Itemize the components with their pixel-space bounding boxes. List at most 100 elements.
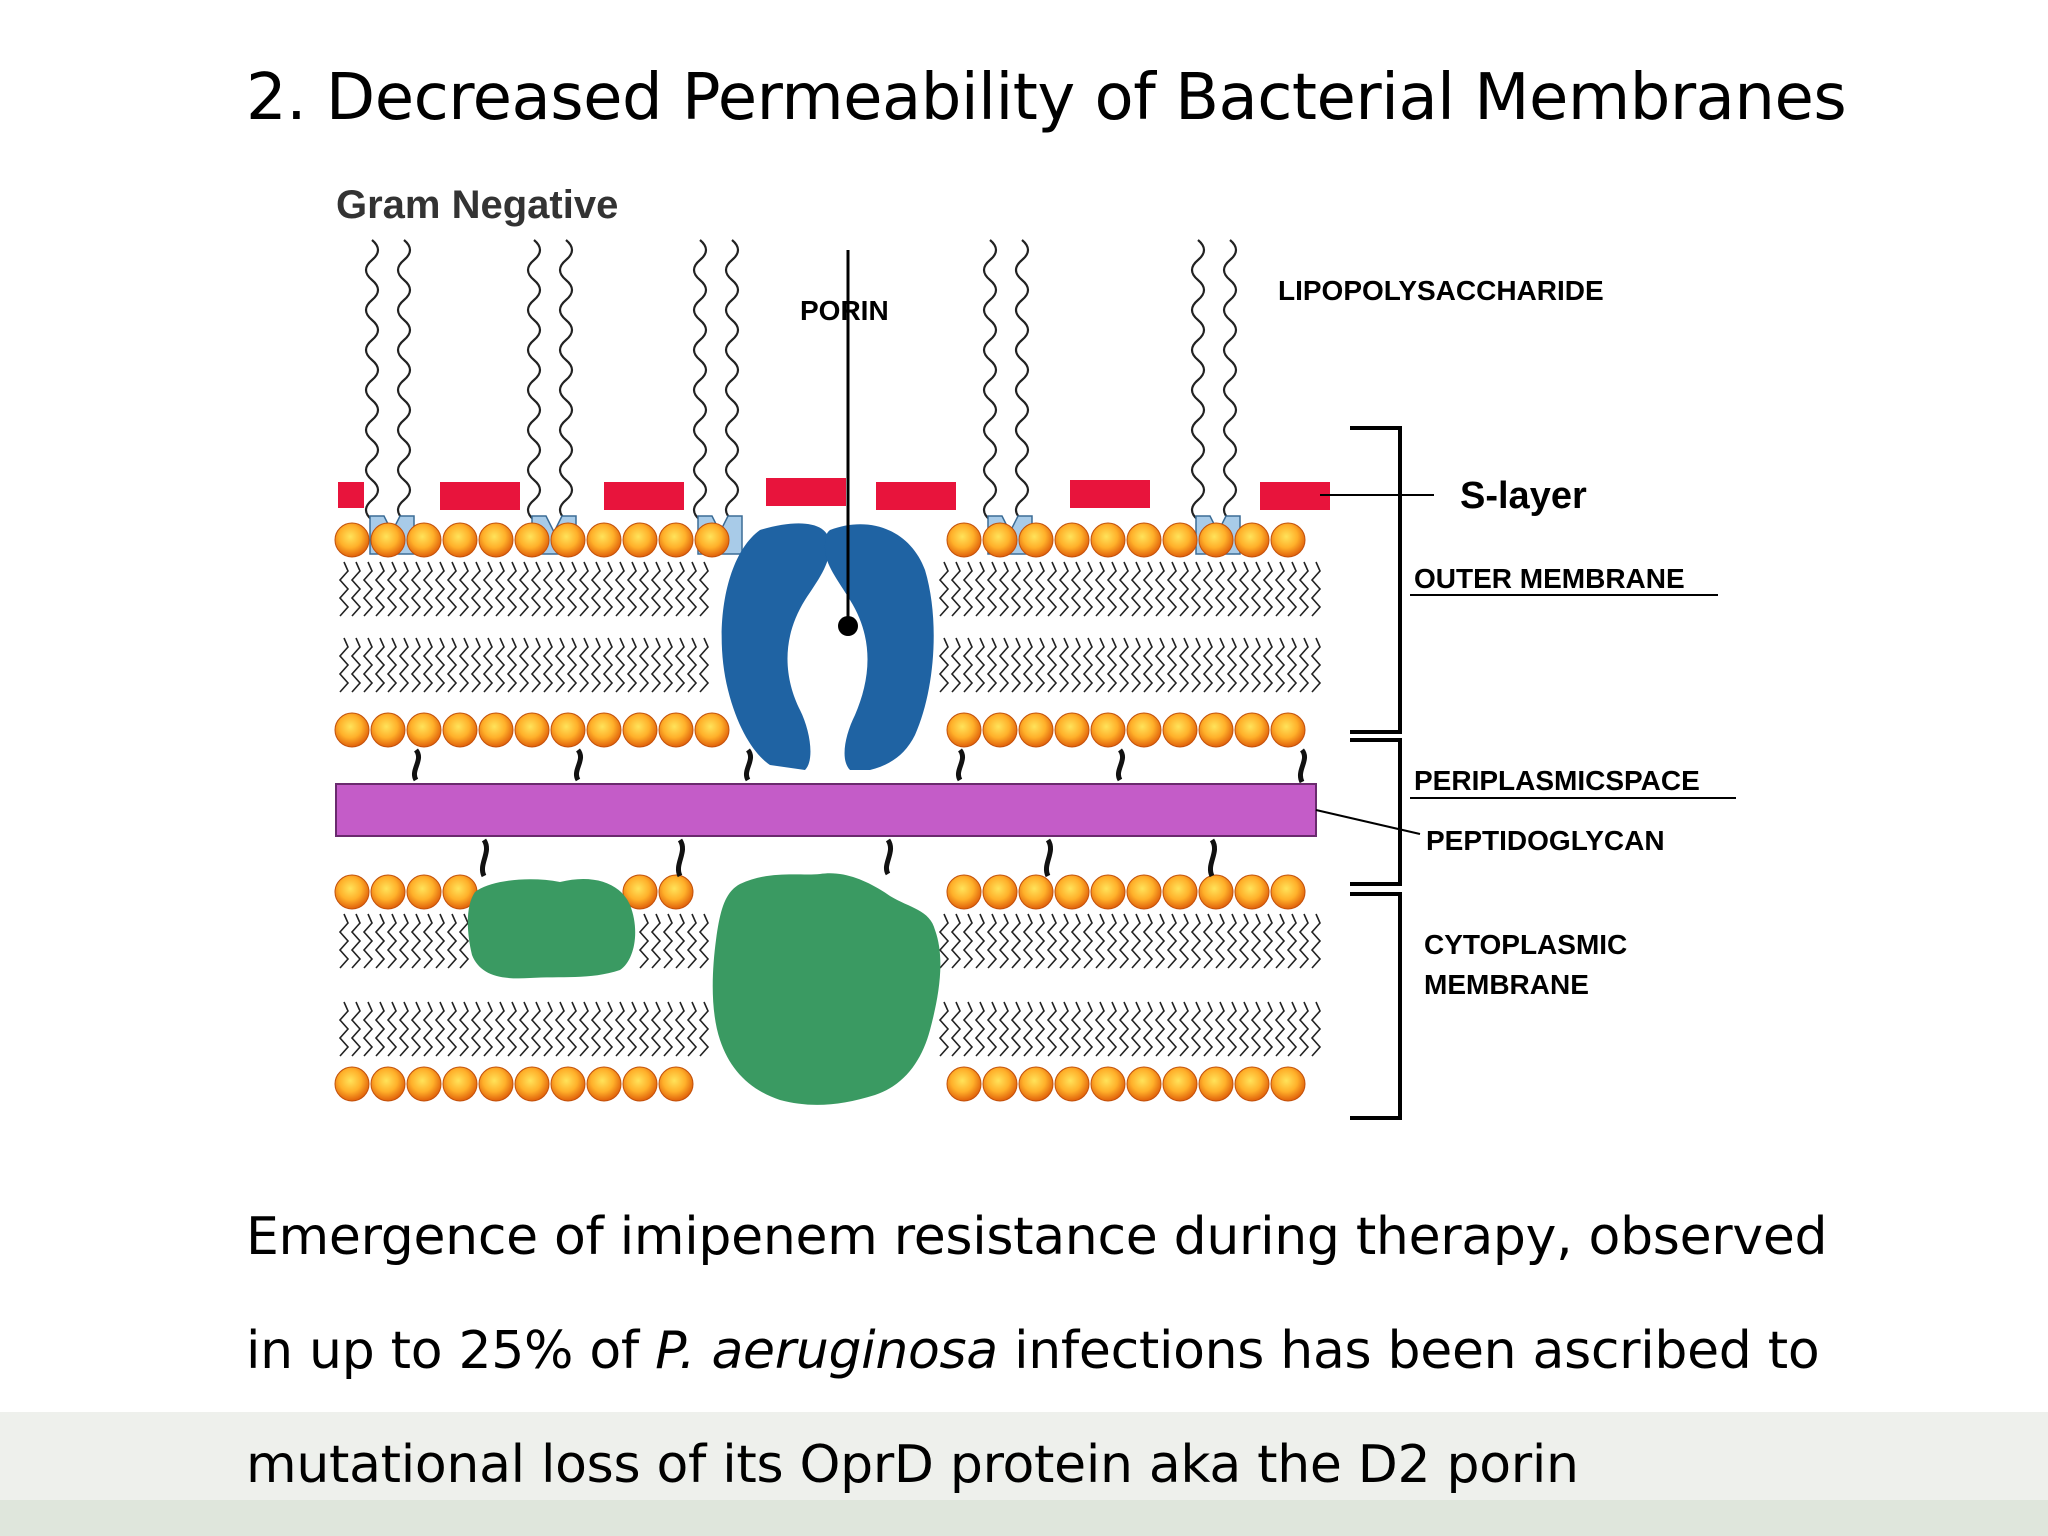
lipid-head bbox=[1234, 1066, 1270, 1102]
gram-negative-diagram: Gram Negative bbox=[330, 170, 1750, 1150]
lipid-tail bbox=[662, 561, 674, 617]
lipid-tail bbox=[1046, 637, 1058, 693]
lipid-tail bbox=[698, 1001, 710, 1057]
lipid-tail bbox=[1226, 1001, 1238, 1057]
lipid-tail bbox=[638, 1001, 650, 1057]
lipid-head bbox=[1054, 522, 1090, 558]
lipid-tail bbox=[986, 637, 998, 693]
lipid-tail bbox=[482, 637, 494, 693]
lipid-head bbox=[1162, 874, 1198, 910]
lipid-head bbox=[1198, 712, 1234, 748]
lipid-tail bbox=[1238, 637, 1250, 693]
lipid-head bbox=[1126, 1066, 1162, 1102]
lipid-tail bbox=[506, 637, 518, 693]
lipid-tail bbox=[650, 913, 662, 969]
lipid-tail bbox=[938, 637, 950, 693]
lipid-head bbox=[406, 712, 442, 748]
lipid-tail bbox=[674, 637, 686, 693]
body-line-2-start: in up to 25% of bbox=[246, 1321, 656, 1381]
lipid-tail bbox=[950, 913, 962, 969]
lipid-tail bbox=[1166, 1001, 1178, 1057]
lipid-tail bbox=[494, 1001, 506, 1057]
lipid-tail bbox=[386, 561, 398, 617]
lipid-head bbox=[550, 1066, 586, 1102]
label-s-layer: S-layer bbox=[1460, 475, 1587, 517]
lps-chain bbox=[364, 239, 380, 521]
s-layer-block bbox=[1260, 482, 1330, 510]
lipid-tail bbox=[1142, 1001, 1154, 1057]
lipoprotein-linkers bbox=[412, 748, 1308, 878]
lipid-tail bbox=[1058, 1001, 1070, 1057]
lipid-tail bbox=[1166, 561, 1178, 617]
lipid-tail bbox=[494, 637, 506, 693]
lipopolysaccharide-chains bbox=[364, 239, 1238, 521]
lipid-tail bbox=[650, 637, 662, 693]
lipid-tail bbox=[602, 637, 614, 693]
lipid-head bbox=[694, 522, 730, 558]
periplasm-bracket bbox=[1350, 738, 1402, 886]
lipid-tail bbox=[362, 913, 374, 969]
lipid-tail bbox=[1262, 1001, 1274, 1057]
lipid-tail bbox=[1178, 561, 1190, 617]
lipid-head bbox=[586, 1066, 622, 1102]
lipid-tail bbox=[362, 561, 374, 617]
lipid-tail bbox=[602, 561, 614, 617]
lipid-tail bbox=[338, 913, 350, 969]
lipid-head bbox=[622, 874, 658, 910]
lipid-tail bbox=[506, 561, 518, 617]
lipid-tail bbox=[398, 913, 410, 969]
lipid-head bbox=[334, 1066, 370, 1102]
lipid-tail bbox=[974, 913, 986, 969]
lipid-tail bbox=[1178, 637, 1190, 693]
lipid-tail bbox=[470, 561, 482, 617]
s-layer-block bbox=[604, 482, 684, 510]
peptidoglycan-layer bbox=[335, 783, 1317, 837]
lipid-tail bbox=[1094, 561, 1106, 617]
lipid-tail bbox=[950, 1001, 962, 1057]
linker bbox=[1208, 838, 1218, 878]
lipid-tail bbox=[962, 561, 974, 617]
lipid-head bbox=[514, 522, 550, 558]
lipid-tail bbox=[554, 1001, 566, 1057]
lipid-tail bbox=[470, 1001, 482, 1057]
lipid-tail bbox=[374, 637, 386, 693]
lipid-tail bbox=[554, 637, 566, 693]
lipid-head bbox=[334, 522, 370, 558]
lipid-tail bbox=[446, 637, 458, 693]
lipid-tail bbox=[1130, 1001, 1142, 1057]
lipid-head bbox=[442, 522, 478, 558]
footer-strip bbox=[0, 1500, 2048, 1536]
lipid-head bbox=[334, 712, 370, 748]
lipid-tail bbox=[998, 637, 1010, 693]
lipid-tail bbox=[1034, 561, 1046, 617]
lipid-tail bbox=[1310, 1001, 1322, 1057]
lipid-head bbox=[478, 712, 514, 748]
porin-channel bbox=[721, 250, 934, 770]
lipid-tail bbox=[446, 913, 458, 969]
lipid-tail bbox=[374, 913, 386, 969]
lipid-head bbox=[1090, 712, 1126, 748]
lipid-tail bbox=[986, 1001, 998, 1057]
lipid-head bbox=[1270, 874, 1306, 910]
lipid-head bbox=[1162, 712, 1198, 748]
lipid-tail bbox=[566, 637, 578, 693]
lipid-tail bbox=[350, 637, 362, 693]
lipid-tail bbox=[542, 561, 554, 617]
lipid-tail bbox=[1070, 1001, 1082, 1057]
lipid-head bbox=[982, 712, 1018, 748]
lipid-head bbox=[406, 1066, 442, 1102]
lipid-tail bbox=[1070, 913, 1082, 969]
lipid-tail bbox=[506, 1001, 518, 1057]
linker bbox=[956, 748, 966, 782]
lipid-tail bbox=[1094, 637, 1106, 693]
diagram-heading: Gram Negative bbox=[336, 183, 618, 227]
lipid-tail bbox=[470, 637, 482, 693]
lipid-tail bbox=[1118, 637, 1130, 693]
lipid-head bbox=[946, 874, 982, 910]
lipid-tail bbox=[1106, 637, 1118, 693]
lipid-tail bbox=[1106, 1001, 1118, 1057]
lipid-tail bbox=[614, 637, 626, 693]
label-outer-membrane: OUTER MEMBRANE bbox=[1414, 563, 1685, 594]
lipid-head bbox=[658, 874, 694, 910]
lipid-tail bbox=[458, 1001, 470, 1057]
